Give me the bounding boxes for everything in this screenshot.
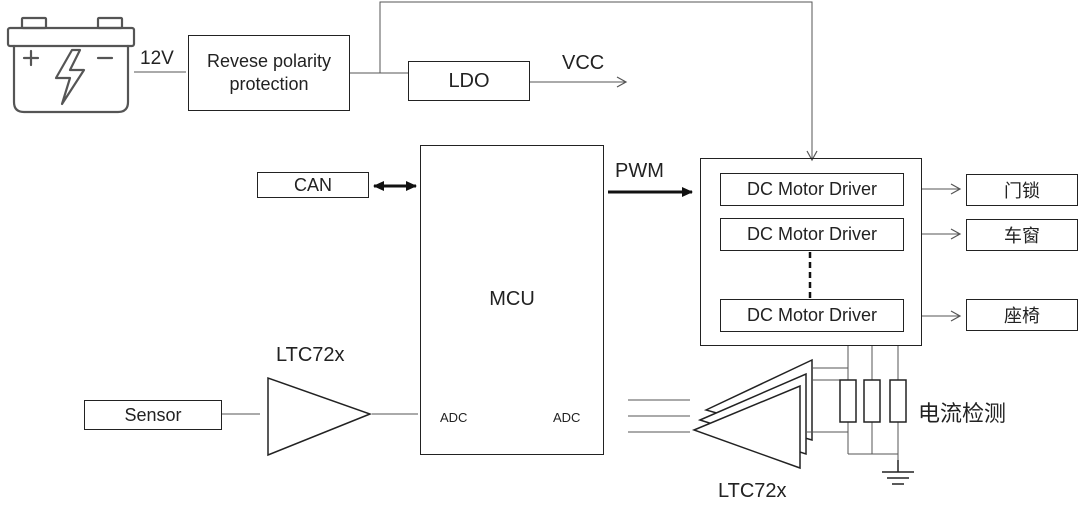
amplifier-right-label: LTC72x	[718, 480, 787, 502]
can-block: CAN	[257, 172, 369, 198]
battery-icon	[6, 16, 136, 114]
resistor-icon	[889, 379, 907, 423]
amplifier-stack-icon	[691, 358, 813, 470]
current-sense-label: 电流检测	[918, 401, 1007, 426]
ldo-block: LDO	[408, 61, 530, 101]
motor-driver-2: DC Motor Driver	[720, 218, 904, 251]
reverse-polarity-block: Revese polarity protection	[188, 35, 350, 111]
mcu-block: MCU	[420, 145, 604, 455]
output-door-lock: 门锁	[966, 174, 1078, 206]
sensor-block: Sensor	[84, 400, 222, 430]
sense-wiring	[806, 346, 899, 460]
adc-right-label: ADC	[553, 410, 581, 425]
ground-icon	[882, 460, 914, 485]
pwm-label: PWM	[615, 160, 664, 182]
output-window: 车窗	[966, 219, 1078, 251]
vcc-label: VCC	[562, 52, 605, 74]
motor-driver-group	[700, 158, 922, 346]
voltage-12v-label: 12V	[140, 48, 174, 69]
resistor-icon	[839, 379, 857, 423]
resistor-icon	[863, 379, 881, 423]
motor-driver-3: DC Motor Driver	[720, 299, 904, 332]
adc-left-label: ADC	[440, 410, 468, 425]
wire-vbat-driver	[379, 1, 818, 162]
motor-driver-1: DC Motor Driver	[720, 173, 904, 206]
amplifier-left-icon	[267, 376, 373, 457]
output-seat: 座椅	[966, 299, 1078, 331]
amplifier-left-label: LTC72x	[276, 344, 345, 366]
